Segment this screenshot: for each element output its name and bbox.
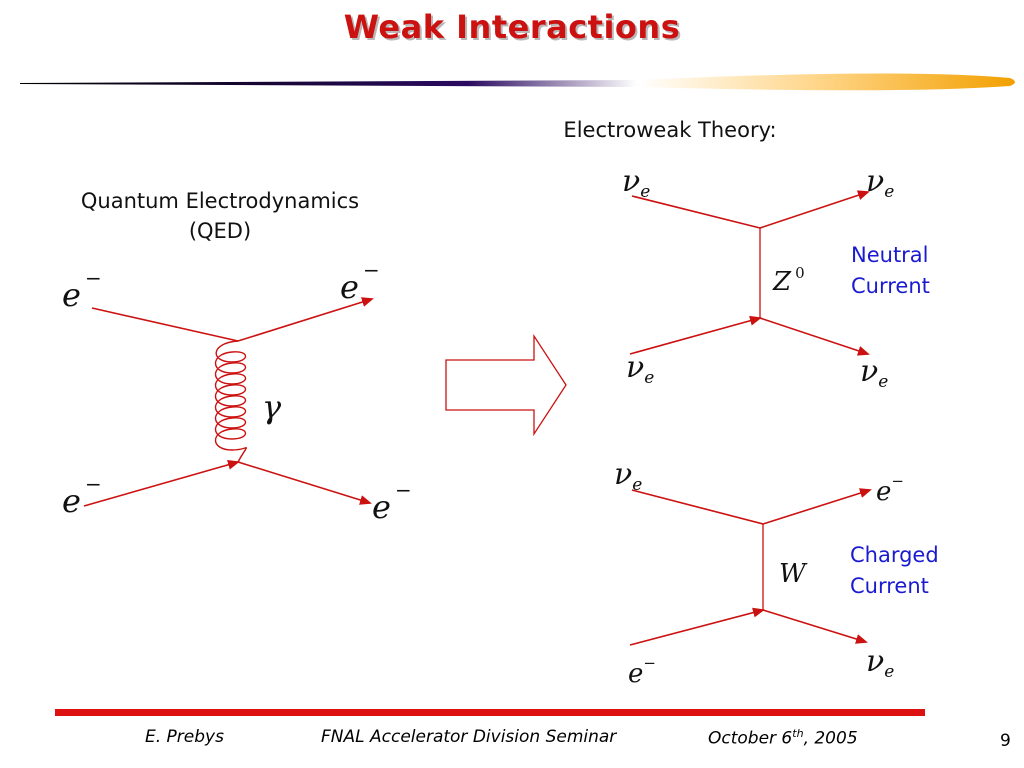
footer-seminar: FNAL Accelerator Division Seminar: [321, 727, 617, 747]
qed-label-out-bottom: e: [372, 488, 391, 526]
nc-label-in-bottom: νe: [626, 350, 654, 388]
footer-author: E. Prebys: [145, 727, 224, 747]
qed-label-in-top: e: [62, 276, 81, 314]
nc-label-out-top: νe: [866, 164, 894, 202]
cc-label-in-bottom: e−: [628, 654, 656, 689]
charged-label-line2: Current: [850, 574, 929, 598]
nc-out-top-line: [759, 190, 870, 229]
cc-label-in-top: νe: [614, 457, 642, 495]
cc-label-boson: W: [779, 559, 808, 589]
qed-label-in-top-charge: −: [85, 266, 102, 290]
qed-label-in-bottom-charge: −: [85, 472, 102, 496]
charged-label-line1: Charged: [850, 543, 939, 567]
charged-current-diagram: [629, 488, 872, 646]
neutral-current-label: Neutral Current: [851, 240, 930, 302]
cc-in-bottom-line: [629, 607, 765, 646]
slide-title: Weak Interactions: [343, 8, 681, 46]
block-arrow: [445, 333, 567, 437]
nc-out-bottom-line: [759, 317, 870, 356]
electroweak-heading: Electroweak Theory:: [563, 118, 777, 142]
qed-in-bottom-line: [83, 459, 240, 507]
qed-label-out-top-charge: −: [363, 258, 380, 282]
qed-label-photon: γ: [262, 388, 282, 426]
footer-bar: [55, 709, 925, 716]
qed-heading: Quantum Electrodynamics (QED): [80, 189, 360, 243]
cc-out-top-line: [762, 488, 872, 525]
qed-photon-line: [214, 340, 247, 463]
cc-in-top-line: [631, 489, 764, 525]
qed-diagram: [83, 297, 374, 507]
nc-label-in-top: νe: [622, 164, 650, 202]
qed-labels: e − e − e − e − γ: [62, 258, 412, 526]
cc-label-out-bottom: νe: [866, 644, 894, 682]
nc-in-top-line: [631, 195, 761, 229]
neutral-current-diagram: [629, 190, 870, 356]
qed-label-out-top: e: [340, 268, 359, 306]
qed-out-top-line: [237, 297, 374, 342]
title-divider: [20, 73, 1015, 91]
footer-date: October 6th, 2005: [708, 727, 858, 749]
nc-label-out-bottom: νe: [860, 354, 888, 392]
page-number: 9: [1000, 731, 1011, 751]
cc-label-out-top: e−: [876, 472, 904, 507]
neutral-label-line2: Current: [851, 274, 930, 298]
charged-current-label: Charged Current: [850, 540, 939, 602]
qed-out-bottom-line: [237, 461, 372, 505]
neutral-label-line1: Neutral: [851, 243, 929, 267]
qed-in-top-line: [91, 307, 239, 342]
cc-out-bottom-line: [762, 609, 868, 644]
nc-in-bottom-line: [629, 315, 762, 355]
qed-label-in-bottom: e: [62, 482, 81, 520]
qed-label-out-bottom-charge: −: [395, 478, 412, 502]
